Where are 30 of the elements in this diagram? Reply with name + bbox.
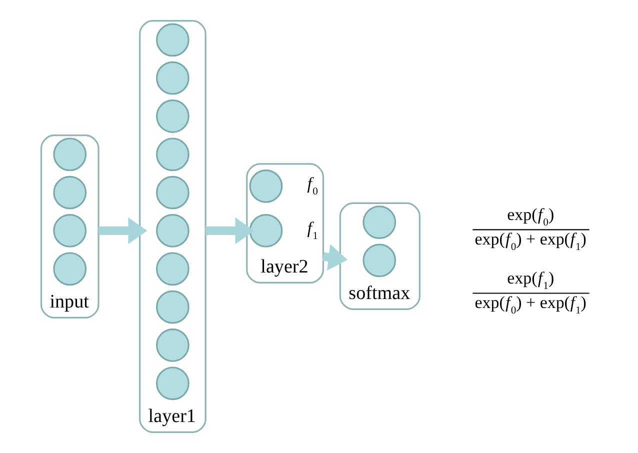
node-circle: [156, 366, 189, 400]
arrow: [322, 244, 348, 271]
node-circle: [52, 252, 86, 286]
node-circle: [52, 176, 86, 210]
node-circle: [52, 214, 86, 248]
node-circle: [156, 61, 189, 95]
label: exp(f$_{0}$) + exp(f$_{1}$): [474, 229, 586, 253]
cluster: input: [40, 134, 99, 318]
node-circle: [156, 23, 189, 57]
node-circle: [156, 176, 189, 210]
node-circle: [156, 252, 189, 286]
node-label: f$_{1}$: [306, 218, 318, 242]
node-circle: [52, 138, 86, 172]
arrow: [205, 217, 254, 244]
node-circle: [156, 214, 189, 248]
node-circle: [156, 138, 189, 172]
node-circle: [156, 100, 189, 133]
label: exp(f$_{0}$): [506, 204, 554, 228]
node-circle: [156, 290, 189, 324]
arrow: [98, 217, 147, 244]
node-label: f$_{0}$: [306, 174, 318, 198]
node-circle: [248, 214, 282, 248]
cluster: softmax: [338, 202, 420, 310]
label: exp(f$_{1}$): [506, 268, 554, 292]
node-circle: [156, 328, 189, 362]
cluster: layer1: [138, 20, 206, 433]
label: exp(f$_{0}$) + exp(f$_{1}$): [474, 292, 586, 316]
node-circle: [362, 206, 396, 239]
node-circle: [362, 244, 396, 278]
node-circle: [248, 170, 282, 203]
